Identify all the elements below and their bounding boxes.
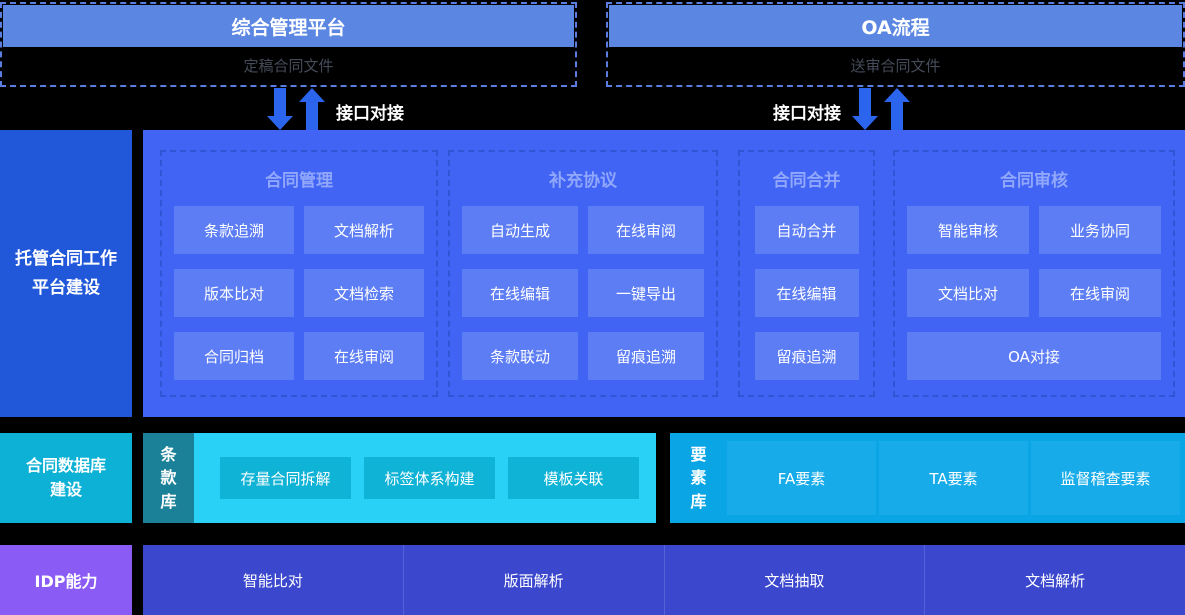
clause-library-panel: 存量合同拆解 标签体系构建 模板关联 <box>194 433 656 523</box>
idp-capability-cell: 智能比对 <box>242 571 303 590</box>
idp-capability-cell: 版面解析 <box>402 545 664 615</box>
group-contract-review: 合同审核 智能审核 业务协同 文档比对 在线审阅 OA对接 <box>893 150 1175 397</box>
idp-capability-bar: 智能比对 版面解析 文档抽取 文档解析 <box>143 545 1185 615</box>
module-chip: 合同归档 <box>174 332 294 380</box>
clause-library-label: 条款库 <box>160 445 177 511</box>
group-title: 合同管理 <box>265 171 333 191</box>
external-system-management-platform: 综合管理平台 定稿合同文件 <box>0 2 577 87</box>
arrow-down-icon <box>852 88 878 130</box>
module-chip: 文档解析 <box>304 206 424 254</box>
interface-label-right: 接口对接 <box>773 104 841 124</box>
module-chip: 在线编辑 <box>754 269 859 317</box>
module-chip: 智能审核 <box>907 206 1029 254</box>
element-library-panel: 要素库 FA要素 TA要素 监督稽查要素 <box>670 433 1185 523</box>
database-sidebar-label: 合同数据库 建设 <box>0 433 132 523</box>
module-chip: OA对接 <box>907 332 1161 380</box>
module-chip: 自动生成 <box>462 206 578 254</box>
module-chip: 文档比对 <box>907 269 1029 317</box>
arrow-down-icon <box>267 88 293 130</box>
module-chip: 一键导出 <box>588 269 704 317</box>
module-chip: 自动合并 <box>754 206 859 254</box>
element-cell: 监督稽查要素 <box>1031 441 1180 515</box>
module-chip: 在线编辑 <box>462 269 578 317</box>
platform-panel: 合同管理 条款追溯 文档解析 版本比对 文档检索 合同归档 在线审阅 补充协议 … <box>143 130 1185 417</box>
element-cell: FA要素 <box>727 441 876 515</box>
clause-library-label-box: 条款库 <box>143 433 194 523</box>
group-contract-merge: 合同合并 自动合并 在线编辑 留痕追溯 <box>738 150 875 397</box>
group-supplementary-agreement: 补充协议 自动生成 在线审阅 在线编辑 一键导出 条款联动 留痕追溯 <box>448 150 718 397</box>
module-chip: 留痕追溯 <box>754 332 859 380</box>
platform-sidebar-label: 托管合同工作 平台建设 <box>0 130 132 417</box>
module-chip: 在线审阅 <box>1039 269 1161 317</box>
management-platform-subtitle: 定稿合同文件 <box>243 56 334 75</box>
oa-process-title: OA流程 <box>609 5 1182 47</box>
group-title: 补充协议 <box>549 171 617 191</box>
module-chip: 版本比对 <box>174 269 294 317</box>
clause-chip: 存量合同拆解 <box>220 457 351 499</box>
module-chip: 在线审阅 <box>304 332 424 380</box>
element-cell: TA要素 <box>879 441 1028 515</box>
module-chip: 条款追溯 <box>174 206 294 254</box>
external-system-oa-process: OA流程 送审合同文件 <box>606 2 1185 87</box>
interface-label-left: 接口对接 <box>336 104 404 124</box>
module-chip: 条款联动 <box>462 332 578 380</box>
clause-chip: 模板关联 <box>508 457 639 499</box>
oa-process-subtitle: 送审合同文件 <box>850 56 941 75</box>
idp-capability-cell: 文档解析 <box>924 545 1185 615</box>
management-platform-title: 综合管理平台 <box>3 5 574 47</box>
group-contract-management: 合同管理 条款追溯 文档解析 版本比对 文档检索 合同归档 在线审阅 <box>160 150 438 397</box>
idp-capability-cell: 文档抽取 <box>663 545 925 615</box>
arrow-up-icon <box>299 88 325 130</box>
module-chip: 业务协同 <box>1039 206 1161 254</box>
idp-sidebar-label: IDP能力 <box>0 545 132 615</box>
group-title: 合同审核 <box>1000 171 1068 191</box>
module-chip: 留痕追溯 <box>588 332 704 380</box>
module-chip: 文档检索 <box>304 269 424 317</box>
arrow-up-icon <box>884 88 910 130</box>
element-library-label: 要素库 <box>690 445 707 511</box>
clause-chip: 标签体系构建 <box>364 457 495 499</box>
group-title: 合同合并 <box>772 171 841 191</box>
module-chip: 在线审阅 <box>588 206 704 254</box>
